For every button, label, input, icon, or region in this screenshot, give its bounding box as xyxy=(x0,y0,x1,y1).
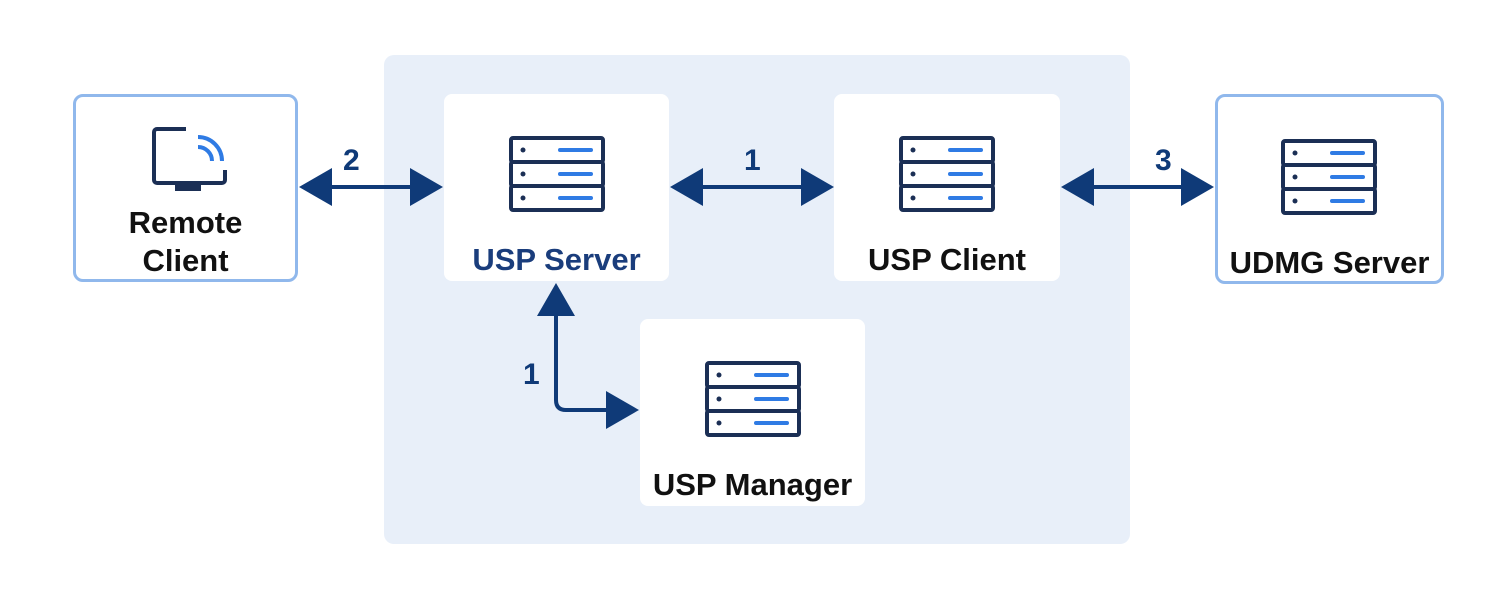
udmg-server-node[interactable]: UDMG Server xyxy=(1215,94,1444,284)
usp-client-node[interactable]: USP Client xyxy=(834,94,1060,281)
usp-manager-node[interactable]: USP Manager xyxy=(640,319,865,506)
server-rack-icon xyxy=(509,136,605,212)
edge-label-1-vertical: 1 xyxy=(523,358,540,391)
monitor-cast-icon xyxy=(152,127,227,191)
usp-client-label: USP Client xyxy=(868,242,1026,277)
edge-label-2: 2 xyxy=(343,144,360,177)
usp-manager-label: USP Manager xyxy=(652,467,853,502)
usp-server-node[interactable]: USP Server xyxy=(444,94,669,281)
remote-client-node[interactable]: Remote Client xyxy=(73,94,298,282)
server-rack-icon xyxy=(899,136,995,212)
usp-server-label: USP Server xyxy=(472,242,641,277)
edge-label-1-horizontal: 1 xyxy=(744,144,761,177)
edge-usp-client-to-udmg-server xyxy=(1061,168,1214,206)
edge-usp-server-to-usp-manager xyxy=(537,283,639,429)
edge-remote-to-usp-server xyxy=(299,168,443,206)
server-rack-icon xyxy=(705,361,801,437)
edge-label-3: 3 xyxy=(1155,144,1172,177)
server-rack-icon xyxy=(1281,139,1377,215)
udmg-server-label: UDMG Server xyxy=(1229,245,1430,280)
remote-client-label: Remote Client xyxy=(128,205,243,278)
edge-usp-server-to-usp-client xyxy=(670,168,834,206)
